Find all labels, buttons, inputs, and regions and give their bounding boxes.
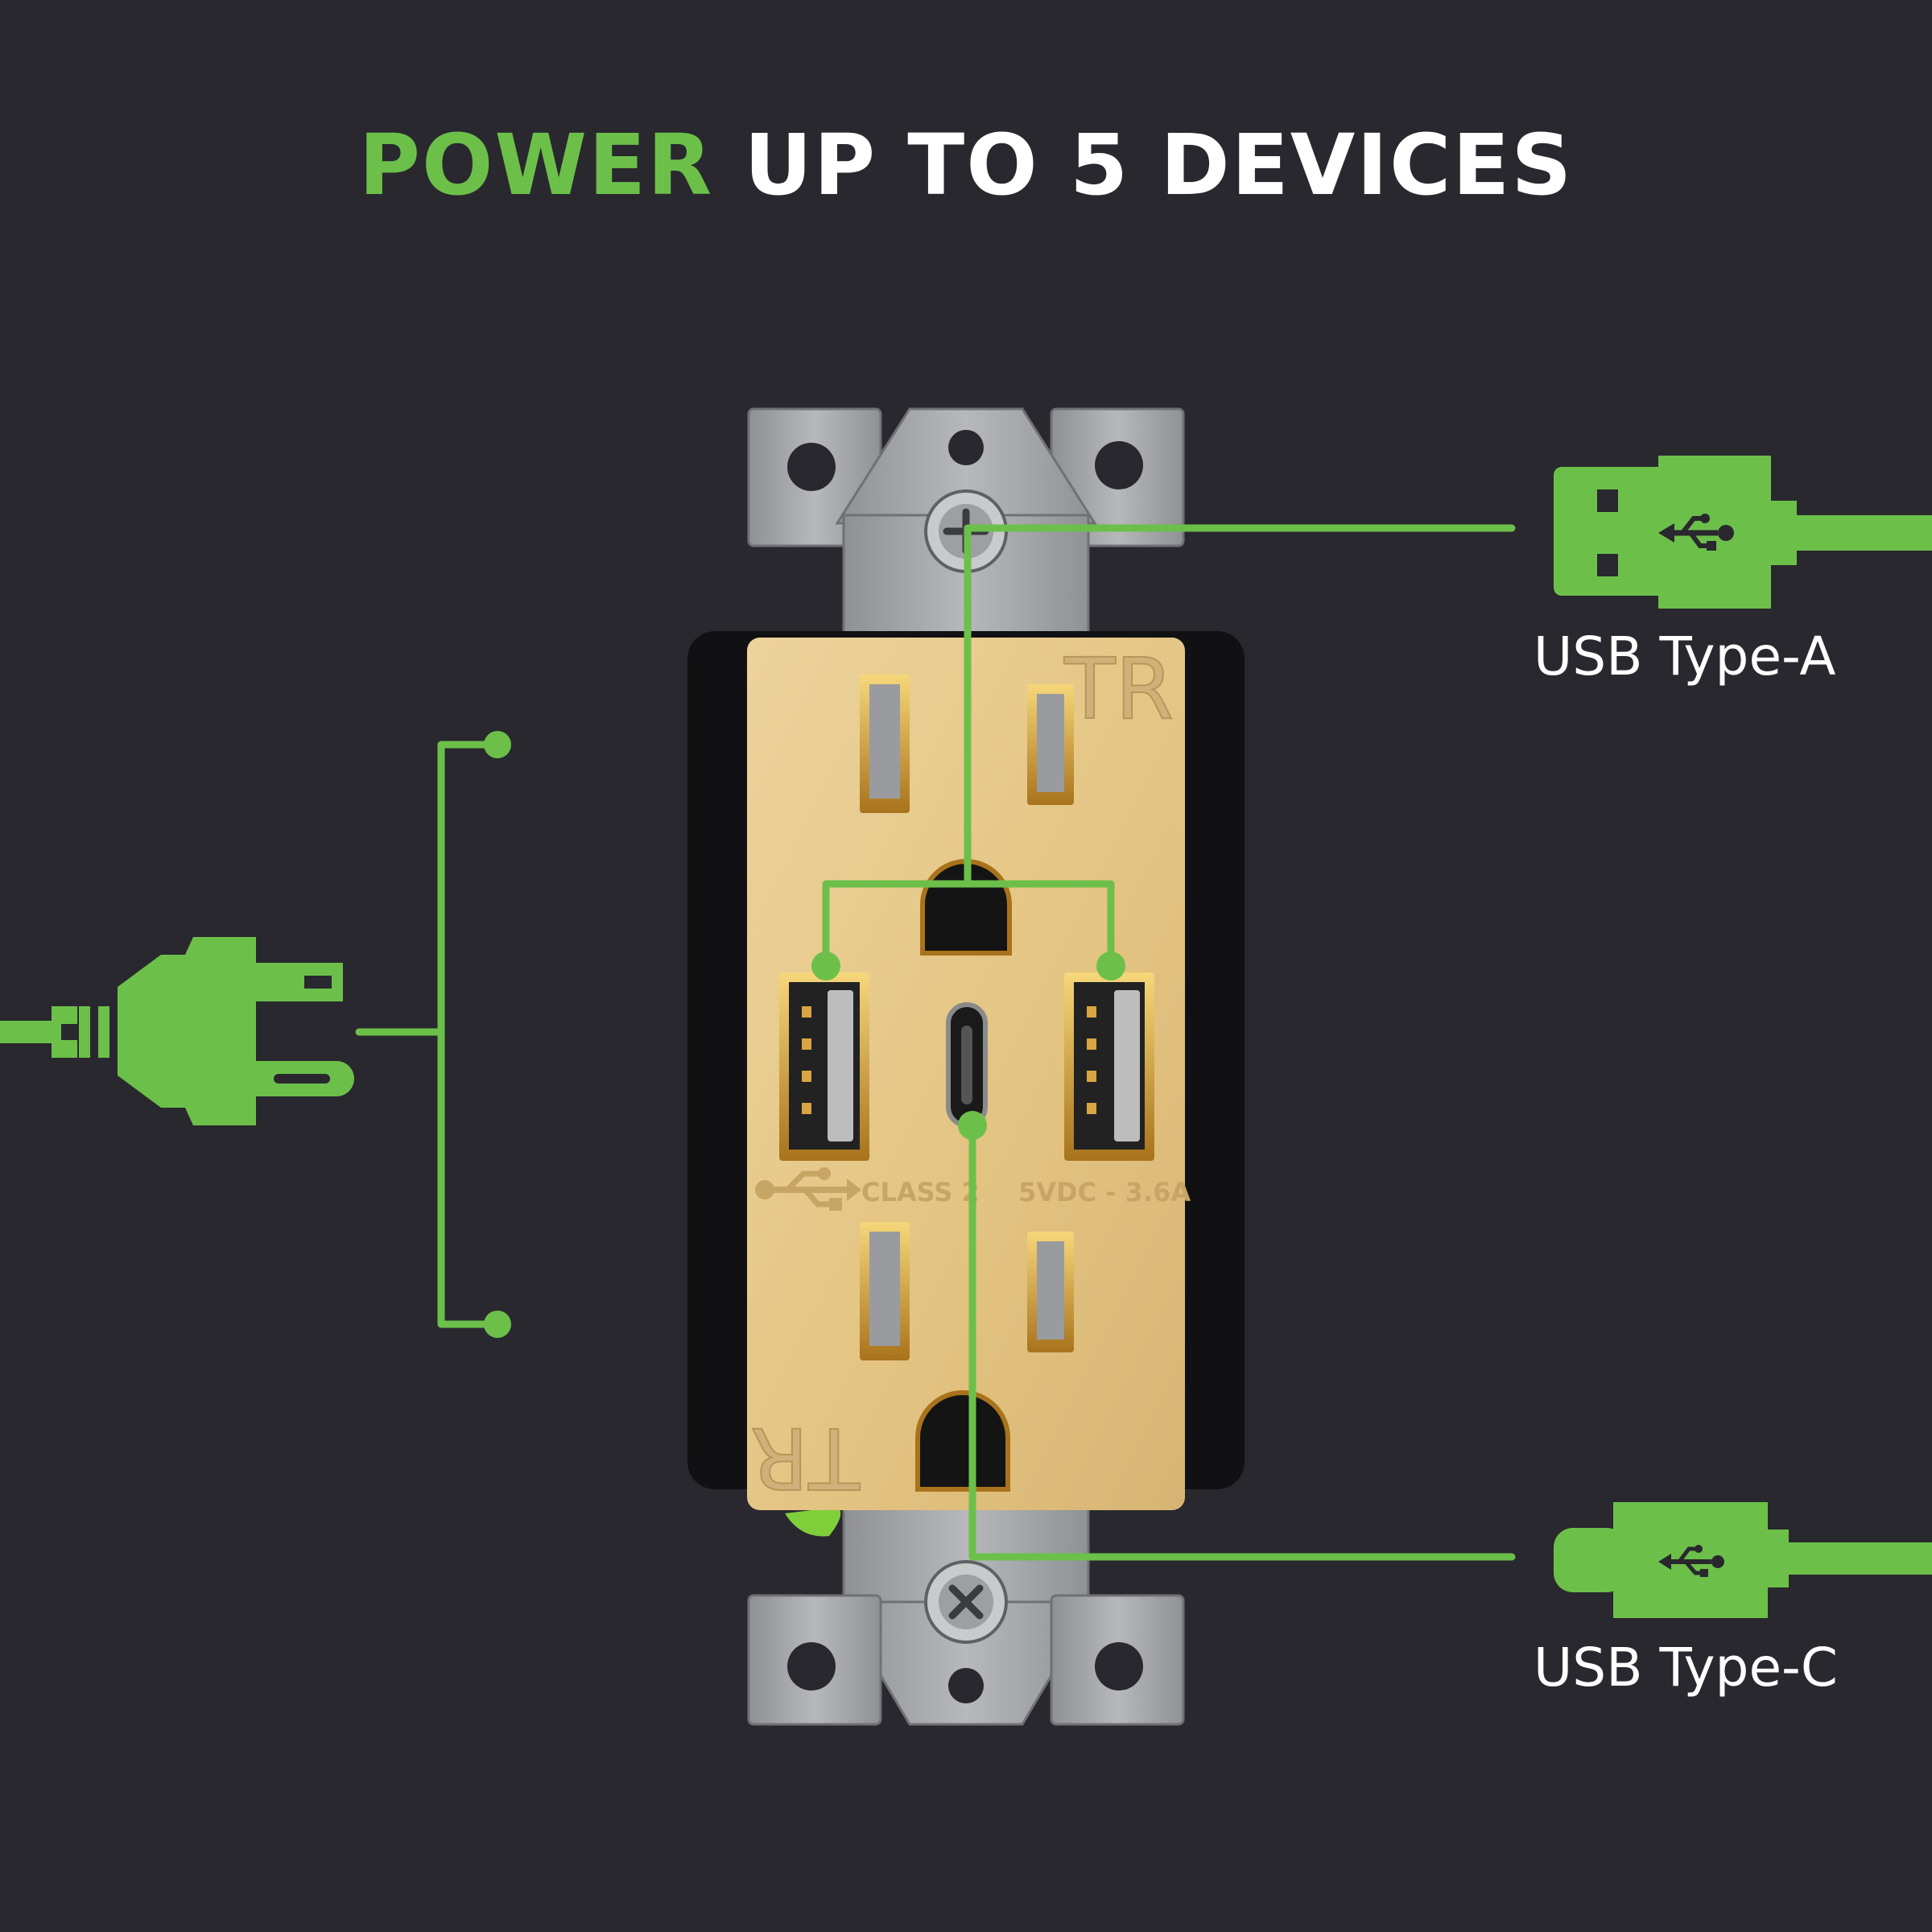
class-label: CLASS 2 [861, 1177, 980, 1208]
headline-accent: POWER [358, 116, 714, 214]
usb-type-a-connector-icon [1554, 456, 1932, 609]
ground-wire [785, 1507, 841, 1537]
usb-type-c-label: USB Type-C [1534, 1637, 1838, 1699]
usb-type-a-label: USB Type-A [1534, 625, 1836, 687]
usb-a-port-left [779, 972, 869, 1161]
power-plug-icon [0, 937, 354, 1125]
rating-label: 5VDC - 3.6A [1018, 1177, 1191, 1208]
usb-trident-icon [755, 1167, 861, 1211]
mounting-strap [747, 407, 1185, 1726]
headline-rest: UP TO 5 DEVICES [744, 116, 1574, 214]
bottom-screw [924, 1560, 1008, 1644]
connector-dots [484, 731, 1125, 1338]
connector-lines [355, 524, 1516, 1561]
usb-c-port [946, 1002, 988, 1128]
tr-mark-bottom: TR [750, 1409, 861, 1507]
bottom-receptacle [860, 1222, 1074, 1492]
usb-type-c-connector-icon [1554, 1502, 1932, 1618]
page-title: POWER UP TO 5 DEVICES [0, 113, 1932, 217]
usb-a-port-right [1064, 972, 1154, 1161]
tr-mark-top: TR [1063, 640, 1174, 738]
